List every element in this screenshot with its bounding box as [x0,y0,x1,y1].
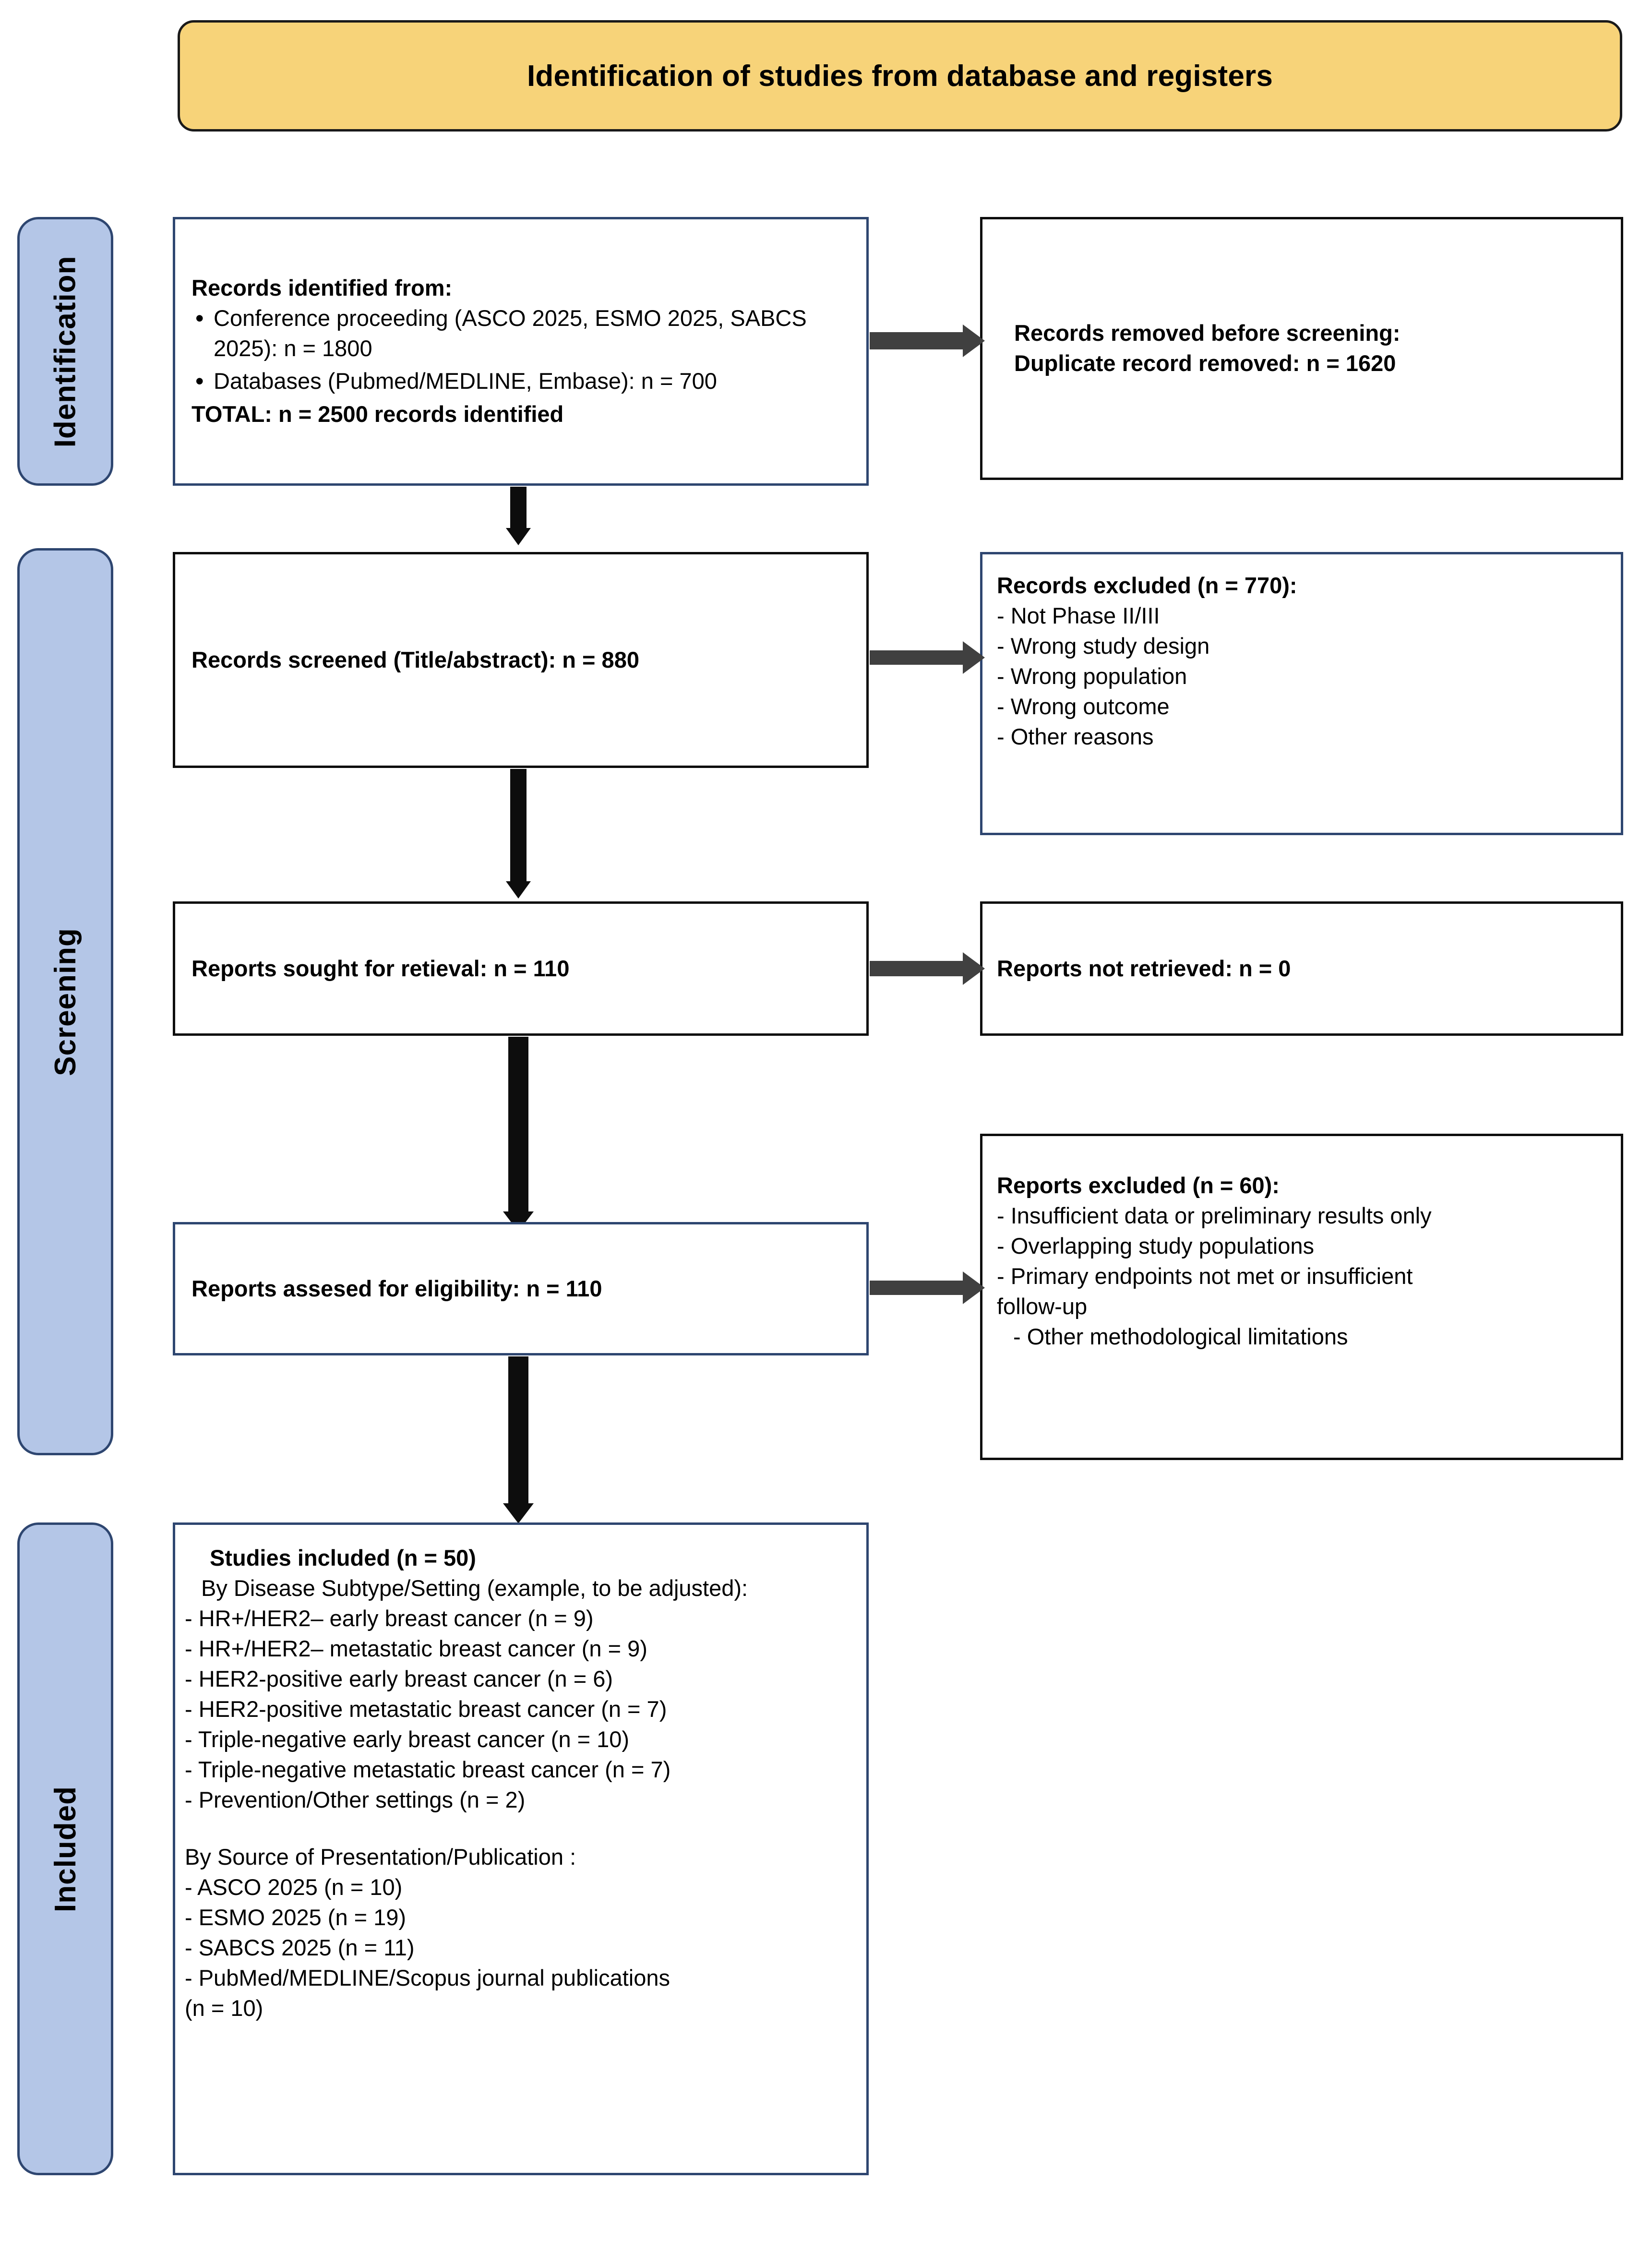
reports-excluded-reason-list: - Insufficient data or preliminary resul… [997,1201,1604,1292]
studies-included-subtype-list: - HR+/HER2– early breast cancer (n = 9) … [185,1604,850,1815]
stage-tab-screening-label: Screening [48,927,82,1076]
reports-not-retrieved-label: Reports not retrieved: n = 0 [997,955,1291,981]
arrow-screened-to-sought-shaft [510,769,527,884]
list-item: - PubMed/MEDLINE/Scopus journal publicat… [185,1965,670,1990]
box-reports-sought: Reports sought for retieval: n = 110 [173,901,869,1036]
list-item: - Other reasons [997,723,1154,749]
arrow-assessed-to-included-head [503,1503,534,1523]
list-item: - Primary endpoints not met or insuffici… [997,1263,1413,1289]
records-removed-line-2: Duplicate record removed: n = 1620 [1014,350,1396,376]
box-reports-assessed: Reports assesed for eligibility: n = 110 [173,1222,869,1355]
arrow-sought-to-notretrieved-head [963,952,985,985]
list-item: Conference proceeding (ASCO 2025, ESMO 2… [192,302,850,364]
arrow-assessed-to-excluded-head [963,1271,985,1304]
arrow-identified-to-screened-shaft [510,487,527,531]
list-item: - Not Phase II/III [997,602,1160,628]
arrow-sought-to-assessed-shaft [508,1037,528,1218]
banner-title: Identification of studies from database … [527,59,1273,93]
stage-tab-included-label: Included [48,1786,82,1912]
list-item: Databases (Pubmed/MEDLINE, Embase): n = … [192,365,850,397]
arrow-assessed-to-included-shaft [508,1356,528,1510]
records-identified-heading: Records identified from: [192,275,453,300]
box-reports-not-retrieved: Reports not retrieved: n = 0 [980,901,1623,1036]
box-records-screened: Records screened (Title/abstract): n = 8… [173,552,869,768]
arrow-identified-to-removed-head [963,324,985,357]
list-item: - Triple-negative metastatic breast canc… [185,1756,671,1782]
records-excluded-heading: Records excluded (n = 770): [997,573,1297,598]
list-item: - HR+/HER2– early breast cancer (n = 9) [185,1605,594,1631]
arrow-identified-to-screened-head [506,528,531,545]
arrow-assessed-to-excluded-shaft [870,1281,964,1295]
list-item: - Overlapping study populations [997,1233,1315,1258]
stage-tab-screening: Screening [17,548,113,1455]
records-screened-label: Records screened (Title/abstract): n = 8… [192,647,639,672]
stage-tab-identification-label: Identification [48,255,82,447]
studies-included-heading: Studies included (n = 50) [210,1545,476,1570]
diagram-header-banner: Identification of studies from database … [178,20,1622,132]
stage-tab-included: Included [17,1522,113,2175]
reports-excluded-last-reason: - Other methodological limitations [1013,1323,1348,1349]
arrow-identified-to-removed-shaft [870,332,964,349]
studies-included-sources-wrap: (n = 10) [185,1995,263,2021]
list-item: - Wrong population [997,663,1187,689]
list-item: - Triple-negative early breast cancer (n… [185,1726,630,1752]
reports-assessed-label: Reports assesed for eligibility: n = 110 [192,1275,602,1301]
spacer [185,1815,850,1842]
list-item: - Wrong outcome [997,693,1170,719]
arrow-screened-to-excluded-shaft [870,650,964,665]
list-item: - SABCS 2025 (n = 11) [185,1934,415,1960]
list-item: - HER2-positive early breast cancer (n =… [185,1666,613,1691]
records-removed-line-1: Records removed before screening: [1014,320,1401,346]
arrow-screened-to-sought-head [506,881,531,899]
list-item: - HR+/HER2– metastatic breast cancer (n … [185,1635,647,1661]
records-excluded-reason-list: - Not Phase II/III - Wrong study design … [997,601,1604,752]
reports-excluded-wrap-line: follow-up [997,1293,1088,1319]
stage-tab-identification: Identification [17,217,113,486]
records-identified-total: TOTAL: n = 2500 records identified [192,401,564,427]
list-item: - ASCO 2025 (n = 10) [185,1874,403,1900]
arrow-screened-to-excluded-head [963,641,985,674]
arrow-sought-to-notretrieved-shaft [870,961,964,976]
records-identified-bullet-list: Conference proceeding (ASCO 2025, ESMO 2… [192,302,850,398]
list-item: - Prevention/Other settings (n = 2) [185,1786,526,1812]
reports-sought-label: Reports sought for retieval: n = 110 [192,955,570,981]
box-records-identified: Records identified from: Conference proc… [173,217,869,486]
list-item: - Insufficient data or preliminary resul… [997,1202,1432,1228]
list-item: - HER2-positive metastatic breast cancer… [185,1696,667,1722]
box-records-removed: Records removed before screening: Duplic… [980,217,1623,480]
box-records-excluded: Records excluded (n = 770): - Not Phase … [980,552,1623,835]
list-item: - Wrong study design [997,633,1210,659]
box-reports-excluded: Reports excluded (n = 60): - Insufficien… [980,1134,1623,1460]
studies-included-subtype-heading: By Disease Subtype/Setting (example, to … [201,1575,748,1601]
reports-excluded-heading: Reports excluded (n = 60): [997,1173,1280,1198]
studies-included-source-list: - ASCO 2025 (n = 10) - ESMO 2025 (n = 19… [185,1872,850,1993]
box-studies-included: Studies included (n = 50) By Disease Sub… [173,1522,869,2175]
studies-included-source-heading: By Source of Presentation/Publication : [185,1844,576,1870]
list-item: - ESMO 2025 (n = 19) [185,1904,407,1930]
